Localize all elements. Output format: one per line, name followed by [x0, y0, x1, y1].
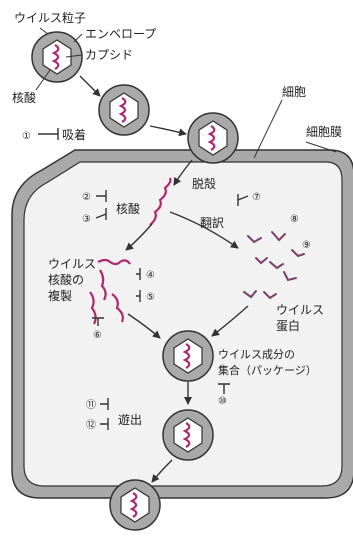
- label-replication-line1: ウイルス: [48, 257, 96, 271]
- label-replication-line2: 核酸の: [48, 272, 84, 287]
- label-translation: 翻訳: [200, 215, 224, 230]
- step-number-1: ①: [22, 131, 31, 142]
- step-number-11: ⑪: [86, 399, 96, 411]
- label-assembly-line1: ウイルス成分の: [218, 348, 295, 361]
- label-replication-line3: 複製: [48, 288, 72, 303]
- step-number-5: ⑤: [146, 292, 155, 303]
- label-adsorption: 吸着: [62, 127, 86, 142]
- step-number-10: ⑩: [218, 396, 227, 407]
- label-nucleic-acid-virion: 核酸: [12, 90, 36, 105]
- virus-particle-released: [110, 480, 160, 530]
- label-capsid: カプシド: [85, 48, 133, 62]
- arrow-adsorb: [150, 126, 186, 134]
- step-number-3: ③: [82, 214, 91, 225]
- inhibit-1: [38, 128, 58, 140]
- step-number-12: ⑫: [86, 419, 96, 431]
- step-number-4: ④: [146, 270, 155, 281]
- label-nucleic-acid-cell: 核酸: [116, 201, 140, 216]
- label-cell-membrane: 細胞膜: [306, 125, 342, 139]
- label-cell: 細胞: [282, 85, 306, 99]
- label-uncoating: 脱殻: [192, 176, 216, 191]
- arrow-approach: [80, 76, 100, 96]
- leader-virus-particle: [40, 28, 48, 34]
- label-viral-protein-line1: ウイルス: [276, 303, 324, 317]
- label-assembly-line2: 集合（パッケージ）: [218, 363, 317, 377]
- step-number-6: ⑥: [93, 330, 102, 341]
- label-viral-protein-line2: 蛋白: [276, 318, 300, 333]
- label-envelope: エンベロープ: [85, 27, 156, 41]
- label-release: 遊出: [118, 412, 142, 427]
- step-number-8: ⑧: [290, 214, 299, 225]
- step-number-2: ②: [82, 192, 91, 203]
- virus-particle-budding: [163, 410, 213, 460]
- leader-envelope: [74, 34, 82, 42]
- virus-particle-free: [32, 32, 82, 82]
- virus-particle-assembled: [163, 331, 213, 381]
- virus-particle-adsorbed: [188, 113, 238, 163]
- step-number-9: ⑨: [302, 240, 311, 251]
- label-virus-particle: ウイルス粒子: [14, 10, 86, 25]
- step-number-7: ⑦: [252, 192, 261, 203]
- virus-particle-approach: [99, 85, 149, 135]
